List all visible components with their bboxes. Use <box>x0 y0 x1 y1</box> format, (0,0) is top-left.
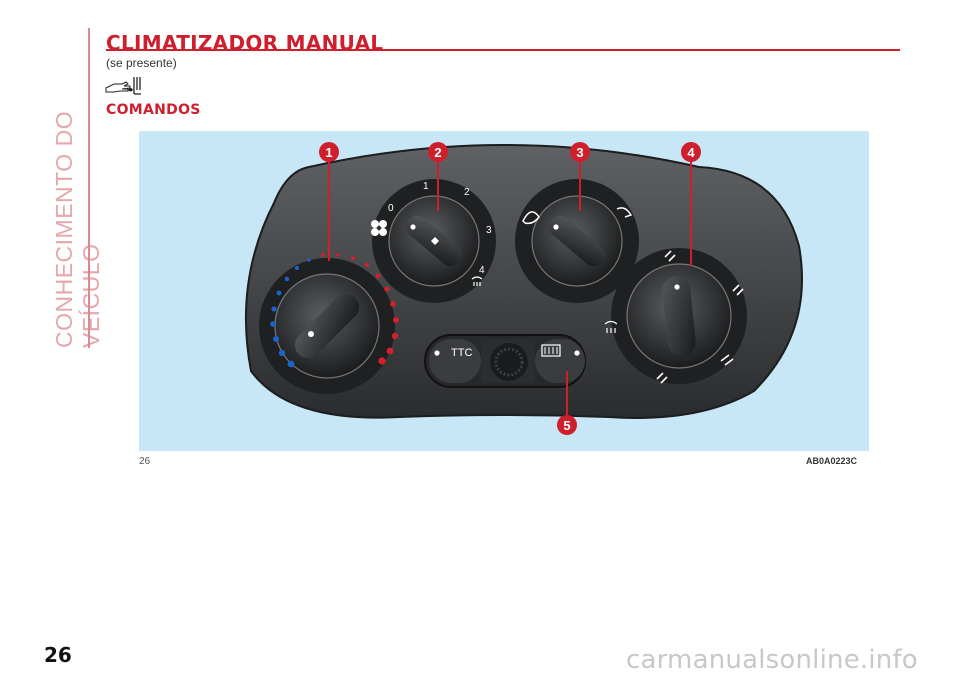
fan-scale-label: 3 <box>486 225 492 236</box>
figure-code: AB0A0223C <box>806 456 858 466</box>
temperature-knob[interactable] <box>259 258 395 394</box>
callout-3: 3 <box>570 142 590 162</box>
page-title: CLIMATIZADOR MANUAL <box>106 31 384 55</box>
watermark: carmanualsonline.info <box>626 645 918 675</box>
callout-2: 2 <box>428 142 448 162</box>
recirculation-knob[interactable] <box>515 179 639 303</box>
svg-text:5: 5 <box>563 418 570 433</box>
sidebar-divider <box>88 28 90 348</box>
fan-icon <box>371 220 387 236</box>
section-heading: COMANDOS <box>106 102 201 118</box>
rear-defrost-button[interactable] <box>535 339 585 383</box>
svg-text:1: 1 <box>325 145 332 160</box>
climate-control-figure: 0 1 2 3 4 <box>139 131 869 451</box>
svg-text:3: 3 <box>576 145 583 160</box>
page-subtitle: (se presente) <box>106 56 177 70</box>
air-distribution-knob[interactable] <box>611 248 747 384</box>
fan-scale: 0 1 2 3 4 <box>388 181 492 276</box>
callout-1: 1 <box>319 142 339 162</box>
windshield-defrost-icon <box>471 276 483 286</box>
page-number: 26 <box>44 643 72 667</box>
airflow-face-icon <box>664 250 676 262</box>
windshield-defrost-icon <box>604 320 618 333</box>
callout-5: 5 <box>557 415 577 435</box>
fan-speed-knob[interactable] <box>372 179 496 303</box>
svg-text:4: 4 <box>687 145 695 160</box>
ttc-button[interactable]: TTC <box>429 339 481 383</box>
ttc-button-label: TTC <box>451 347 472 359</box>
fan-scale-label: 0 <box>388 203 394 214</box>
title-divider <box>106 49 900 51</box>
fan-scale-label: 4 <box>479 265 485 276</box>
svg-text:2: 2 <box>434 145 441 160</box>
rear-defrost-icon <box>541 344 561 357</box>
fan-scale-label: 1 <box>423 181 429 192</box>
temperature-scale <box>270 253 399 368</box>
callout-4: 4 <box>681 142 701 162</box>
recirculation-icon <box>522 207 633 225</box>
section-sidebar-title: CONHECIMENTO DO VEÍCULO <box>51 110 104 348</box>
figure-page-ref: 26 <box>139 456 151 467</box>
fan-scale-label: 2 <box>464 187 470 198</box>
callout-lines <box>328 161 692 416</box>
airflow-feet-icon <box>656 284 744 384</box>
hand-icon <box>105 77 141 95</box>
speaker-grille <box>481 339 535 383</box>
